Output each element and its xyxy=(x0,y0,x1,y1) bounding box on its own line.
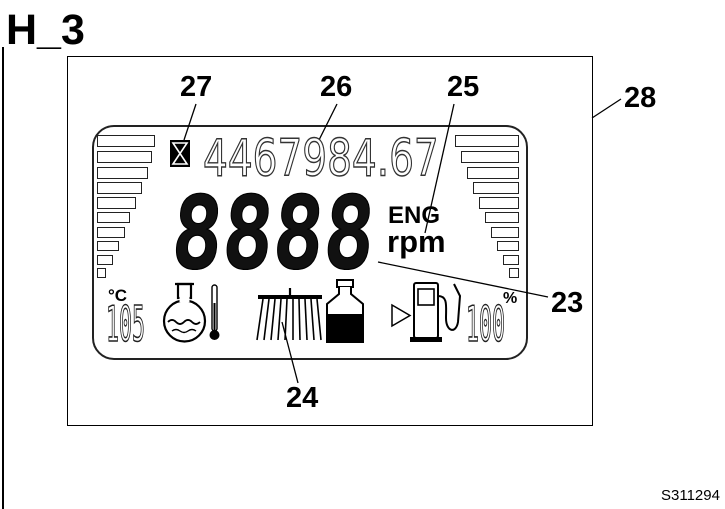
right-gauge-segment xyxy=(461,151,519,163)
fuel-level-readout: 100 xyxy=(466,297,506,354)
callout-23: 23 xyxy=(551,287,584,319)
left-gauge-segment xyxy=(97,241,119,251)
right-gauge-segment xyxy=(497,241,519,251)
callout-28: 28 xyxy=(624,82,657,114)
temperature-unit: °C xyxy=(108,286,128,305)
temperature-readout: 105 xyxy=(106,297,146,354)
left-gauge-segment xyxy=(97,197,136,209)
main-digit-readout: 8888 xyxy=(167,174,379,293)
callout-24: 24 xyxy=(286,382,319,414)
right-gauge-segment xyxy=(503,255,519,265)
rpm-unit-label: rpm xyxy=(387,224,446,259)
callout-27: 27 xyxy=(180,71,213,103)
leader-line-28 xyxy=(591,98,622,119)
left-gauge-segment xyxy=(97,167,148,179)
right-gauge-segment xyxy=(491,227,519,238)
right-gauge-segment xyxy=(485,212,519,223)
callout-25: 25 xyxy=(447,71,480,103)
left-gauge-segment xyxy=(97,268,106,278)
left-gauge-segment xyxy=(97,227,125,238)
engine-label: ENG xyxy=(388,202,441,229)
left-gauge-segment xyxy=(97,255,113,265)
hour-counter-readout: 4467984.67 xyxy=(202,130,439,189)
right-gauge-segment xyxy=(479,197,519,209)
callout-26: 26 xyxy=(320,71,353,103)
left-gauge-segment xyxy=(97,182,142,194)
left-gauge-segment xyxy=(97,212,130,223)
outer-frame xyxy=(67,56,593,426)
left-border-line xyxy=(2,47,4,509)
left-gauge-segment xyxy=(97,135,155,147)
right-gauge-segment xyxy=(455,135,519,147)
right-gauge-segment xyxy=(509,268,519,278)
right-gauge-segment xyxy=(467,167,519,179)
figure-title: H_3 xyxy=(6,6,85,54)
fuel-percent-unit: % xyxy=(503,290,518,307)
right-gauge-segment xyxy=(473,182,519,194)
figure-code: S311294 xyxy=(661,487,720,504)
left-gauge-segment xyxy=(97,151,152,163)
